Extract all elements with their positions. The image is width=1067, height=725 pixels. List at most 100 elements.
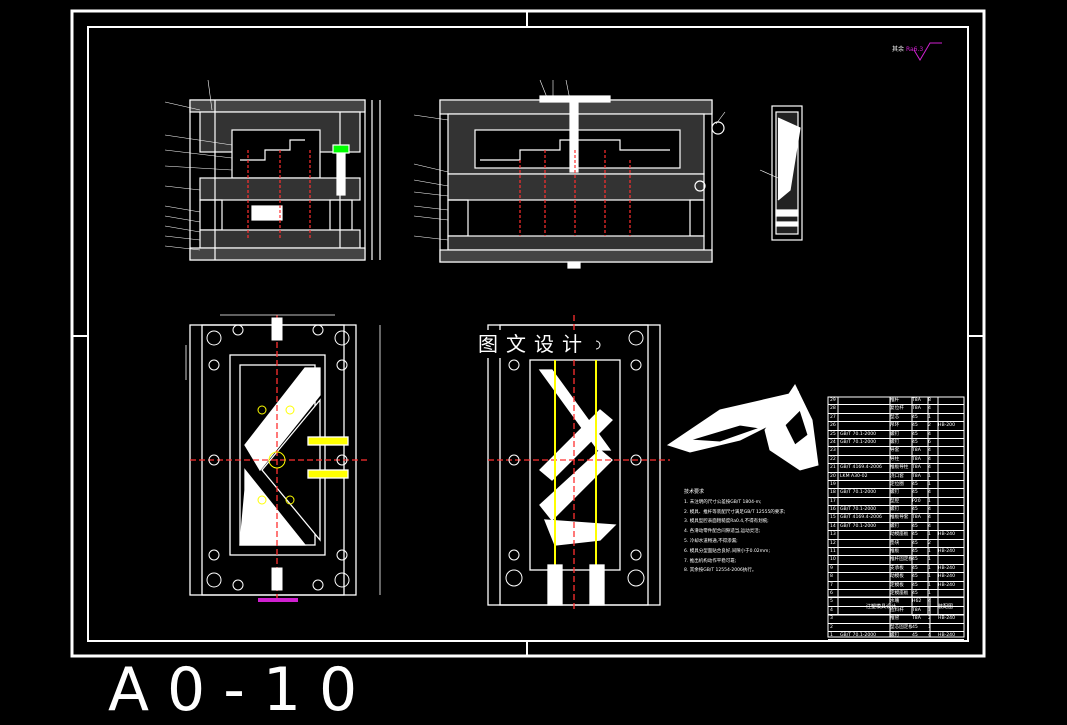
plan-view-left-holes: [206, 317, 350, 591]
bom-cell: GB/T 70.1-2000: [840, 439, 877, 445]
bom-cell: 水嘴: [890, 599, 900, 605]
bom-cell: 24: [830, 439, 836, 445]
bom-cell: 6: [928, 439, 931, 445]
bom-cell: 螺钉: [890, 490, 900, 496]
bom-cell: 推杆固定板: [890, 557, 912, 563]
bom-cell: 推杆: [890, 398, 900, 403]
bom-cell: 1: [928, 481, 931, 487]
bom-cell: 20: [830, 473, 836, 479]
bom-cell: 动模板: [890, 574, 904, 580]
bom-cell: 1: [928, 590, 931, 596]
bom-cell: 推管: [890, 616, 900, 622]
bom-cell: HB-200: [938, 423, 956, 429]
bom-cell: 1: [928, 473, 931, 479]
bom-cell: 12: [830, 540, 836, 546]
bom-cell: 8: [928, 398, 931, 403]
bom-row: 27 型芯 45 1: [828, 414, 964, 423]
cad-drawing: [70, 9, 986, 658]
plan-view-left: [185, 314, 381, 602]
bom-cell: 45: [912, 624, 918, 630]
bom-cell: 45: [912, 414, 918, 420]
bom-cell: 4: [928, 431, 931, 437]
bom-cell: 13: [830, 532, 836, 538]
bom-cell: 19: [830, 481, 836, 487]
bom-cell: 45: [912, 507, 918, 513]
tech-note-line: 8. 其余按GB/T 12554-2006执行。: [684, 568, 757, 574]
bom-cell: 螺钉: [890, 439, 900, 445]
tech-note-line: 2. 模具、推杆等装配尺寸满足GB/T 12555的要求;: [684, 509, 786, 515]
bom-cell: T8A: [912, 465, 921, 471]
bom-cell: LKM A30-02: [840, 473, 868, 479]
bom-cell: 45: [912, 632, 918, 638]
bom-cell: HB-240: [938, 565, 956, 571]
bom-cell: 4: [928, 523, 931, 529]
bom-cell: 22: [830, 456, 836, 462]
bom-cell: 螺钉: [890, 431, 900, 437]
bom-cell: 4: [830, 607, 833, 613]
roughness-prefix: 其余: [892, 46, 905, 53]
bom-cell: T8A: [912, 398, 921, 403]
bom-cell: 4: [928, 632, 931, 638]
bom-cell: 45: [912, 431, 918, 437]
tech-notes-title: 技术要求: [684, 489, 705, 495]
bom-cell: HB-240: [938, 532, 956, 538]
bom-cell: 4: [928, 490, 931, 496]
bom-cell: 45: [912, 549, 918, 555]
bom-cell: 21: [830, 465, 836, 471]
bom-cell: 18: [830, 490, 836, 496]
bom-cell: 1: [928, 565, 931, 571]
bom-cell: GB/T 4169.4-2006: [840, 465, 882, 471]
bom-cell: 1: [928, 498, 931, 504]
bom-cell: 14: [830, 523, 836, 529]
tech-note-line: 5. 冷却水道畅通,不得渗漏;: [684, 538, 738, 544]
bom-cell: 2: [928, 540, 931, 546]
bom-cell: 45: [912, 590, 918, 596]
bom-cell: 螺钉: [890, 632, 900, 638]
tech-note-line: 3. 模具型腔表面粗糙度Ra0.4,不得有划痕;: [684, 519, 769, 525]
plan-view-right: [487, 315, 670, 610]
bom-cell: 型芯固定板: [890, 624, 912, 630]
bom-cell: T8A: [912, 473, 921, 479]
bom-cell: HB-240: [938, 616, 956, 622]
bom-cell: 定模板: [890, 582, 904, 588]
bom-cell: 3: [830, 616, 833, 622]
bom-cell: 7: [830, 582, 833, 588]
bom-cell: 4: [928, 515, 931, 521]
part-section-view: [759, 105, 803, 241]
bom-cell: 27: [830, 414, 836, 420]
bom-cell: 6: [830, 590, 833, 596]
side-section-view: [439, 95, 725, 269]
bom-cell: 4: [928, 456, 931, 462]
bom-cell: 导套: [890, 448, 900, 454]
bom-cell: 1: [928, 414, 931, 420]
bom-cell: HB-240: [938, 582, 956, 588]
bom-cell: 4: [928, 507, 931, 513]
bom-cell: 45: [912, 574, 918, 580]
side-section-leaders: [413, 79, 726, 241]
bom-cell: 45: [912, 557, 918, 563]
bom-cell: 25: [830, 431, 836, 437]
bom-cell: 定位圈: [890, 481, 904, 487]
roughness-note: 其余 Ra6.3: [892, 44, 923, 53]
bom-cell: 29: [830, 398, 836, 403]
bom-cell: 浇口套: [890, 473, 904, 479]
watermark-text: 图文设计: [472, 330, 596, 358]
technical-requirements: 技术要求 1. 未注明的尺寸公差按GB/T 1804-m; 2. 模具、推杆等装…: [684, 488, 824, 576]
bom-cell: 型芯: [890, 414, 900, 420]
bom-cell: 11: [830, 549, 836, 555]
bom-cell: 1: [928, 574, 931, 580]
